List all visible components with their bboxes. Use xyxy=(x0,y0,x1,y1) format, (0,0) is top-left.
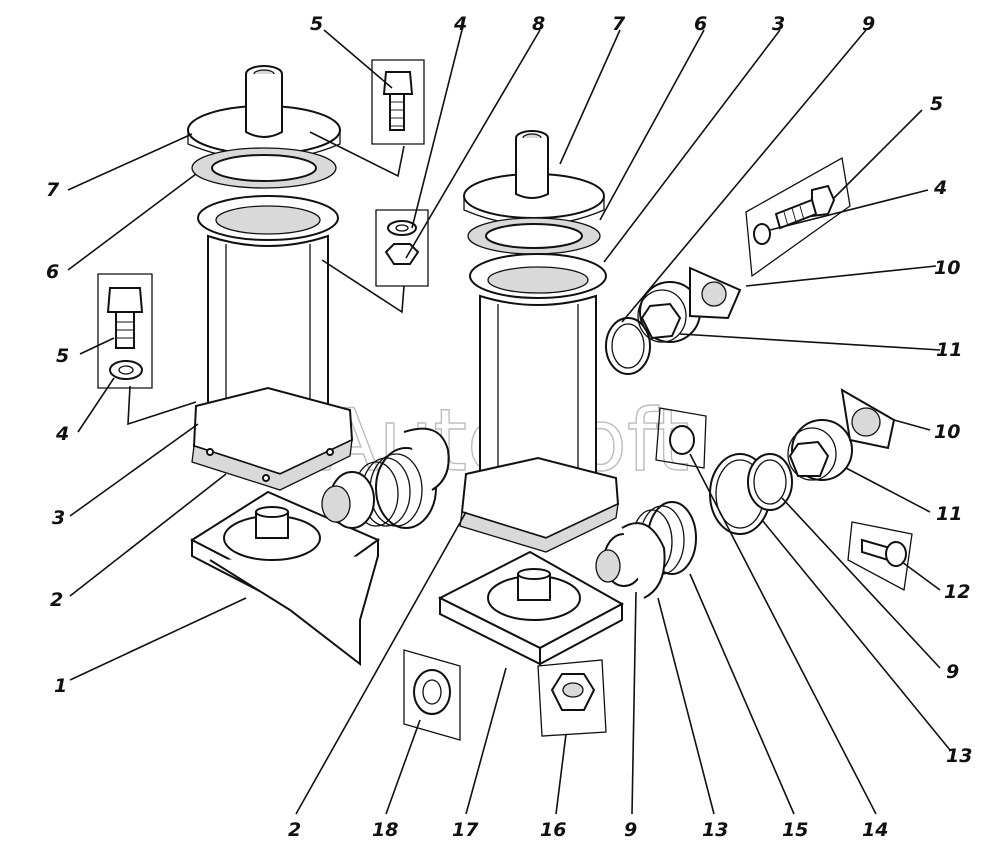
callout-10-lower: 10 xyxy=(934,421,960,443)
callout-15: 15 xyxy=(782,819,808,841)
callout-18: 18 xyxy=(372,819,398,841)
middle-clamp-ring xyxy=(621,522,666,599)
callout-2-bottom: 2 xyxy=(288,819,301,841)
nut-16-box xyxy=(537,659,607,737)
lower-snap-ring-9 xyxy=(747,453,793,511)
callout-9-right: 9 xyxy=(946,661,959,683)
callout-13-bottom: 13 xyxy=(702,819,728,841)
callout-13-right: 13 xyxy=(946,745,972,767)
top-washer-nut-box xyxy=(375,209,429,287)
upper-snap-ring xyxy=(605,317,651,375)
callout-10-upper: 10 xyxy=(934,257,960,279)
left-column-assembly xyxy=(187,65,354,491)
callout-5-top: 5 xyxy=(310,13,323,35)
callout-labels: 5 4 8 7 6 3 9 7 6 5 4 3 2 1 5 4 10 11 10… xyxy=(46,13,972,841)
callout-8: 8 xyxy=(532,13,545,35)
callout-11-lower: 11 xyxy=(936,503,962,525)
callout-5-left: 5 xyxy=(56,345,69,367)
callout-14: 14 xyxy=(862,819,888,841)
left-side-nozzle xyxy=(321,427,450,529)
middle-column-assembly xyxy=(459,130,620,553)
callout-9-top: 9 xyxy=(862,13,875,35)
middle-side-nozzle xyxy=(595,501,697,599)
leader-lines xyxy=(67,29,951,815)
lower-nozzle xyxy=(787,419,853,481)
callout-12: 12 xyxy=(944,581,970,603)
callout-7-left: 7 xyxy=(46,179,60,201)
left-base-housing xyxy=(189,490,381,667)
right-bolt xyxy=(774,184,836,230)
bolt-12-box xyxy=(847,521,913,592)
callout-16: 16 xyxy=(540,819,566,841)
callout-9-bottom: 9 xyxy=(624,819,637,841)
callout-3-top: 3 xyxy=(772,13,785,35)
middle-base-housing xyxy=(437,550,625,666)
callout-17: 17 xyxy=(452,819,479,841)
callout-6-top: 6 xyxy=(694,13,707,35)
left-bolt-washer-box xyxy=(97,273,153,389)
callout-2-left: 2 xyxy=(50,589,63,611)
callout-7-top: 7 xyxy=(612,13,626,35)
right-bolt-box xyxy=(745,156,851,278)
left-clamp-ring xyxy=(403,427,450,491)
middle-bottom-gasket xyxy=(459,502,619,553)
washer-18-box xyxy=(403,649,461,741)
right-washer xyxy=(753,223,771,245)
left-bottom-gasket xyxy=(191,438,353,491)
right-ring-box xyxy=(655,407,707,469)
callout-4-top: 4 xyxy=(453,13,467,35)
top-bolt-box xyxy=(371,59,425,145)
callout-3-left: 3 xyxy=(52,507,65,529)
upper-nozzle xyxy=(637,281,701,343)
callout-4-right: 4 xyxy=(933,177,947,199)
callout-4-left: 4 xyxy=(55,423,69,445)
callout-11-upper: 11 xyxy=(936,339,962,361)
callout-5-right: 5 xyxy=(930,93,943,115)
callout-1-left: 1 xyxy=(54,675,67,697)
callout-6-left: 6 xyxy=(46,261,59,283)
